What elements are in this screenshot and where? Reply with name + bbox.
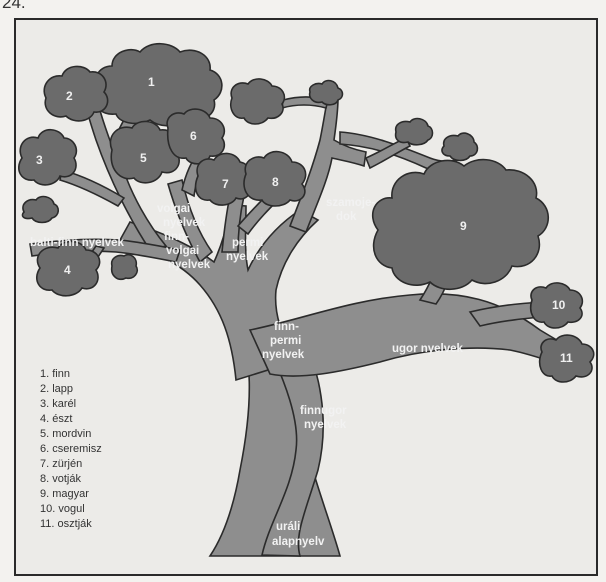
legend-item: 6. cseremisz	[40, 443, 102, 455]
legend-item: 4. észt	[40, 413, 72, 425]
legend-item: 11. osztják	[40, 518, 92, 530]
label-ugor: ugor nyelvek	[392, 343, 464, 355]
label-balti-finn: balti-finn nyelvek	[30, 237, 125, 249]
label-finn-volgai-1: finn-	[164, 231, 189, 243]
canopy-szamojed-1	[231, 79, 285, 124]
legend-item: 7. zürjén	[40, 458, 82, 470]
legend-item: 10. vogul	[40, 503, 85, 515]
leaf-number-5: 5	[140, 151, 147, 165]
canopy-balti-small	[22, 197, 58, 223]
leaf-number-4: 4	[64, 263, 71, 277]
label-finn-volgai-3: nyelvek	[168, 259, 211, 271]
label-szamojed-2: dok	[336, 211, 357, 223]
legend-item: 2. lapp	[40, 383, 73, 395]
label-finnugor-2: nyelvek	[304, 419, 347, 431]
leaf-number-1: 1	[148, 75, 155, 89]
leaf-number-9: 9	[460, 219, 467, 233]
legend-item: 5. mordvin	[40, 428, 91, 440]
canopy-3-karel	[19, 130, 77, 185]
label-szamojed-1: szamoje-	[326, 197, 375, 209]
legend-item: 1. finn	[40, 368, 70, 380]
legend-item: 3. karél	[40, 398, 76, 410]
canopy-eszt-small	[112, 255, 138, 280]
legend-item: 8. votják	[40, 473, 81, 485]
label-finn-volgai-2: volgai	[166, 245, 199, 257]
canopy-szamojed-2	[310, 81, 343, 105]
leaf-number-7: 7	[222, 177, 229, 191]
leaf-number-8: 8	[272, 175, 279, 189]
leaf-number-11: 11	[560, 351, 573, 365]
canopy-szamojed-4	[442, 133, 477, 160]
label-finn-permi-3: nyelvek	[262, 349, 305, 361]
label-volgai-2: nyelvek	[163, 217, 206, 229]
label-finn-permi-1: finn-	[274, 321, 299, 333]
label-finn-permi-2: permi	[270, 335, 301, 347]
label-finnugor-1: finnugor	[300, 405, 347, 417]
canopy-2-lapp	[44, 66, 107, 121]
leaf-number-6: 6	[190, 129, 197, 143]
leaf-number-10: 10	[552, 298, 566, 312]
legend: 1. finn 2. lapp 3. karél 4. észt 5. mord…	[40, 368, 102, 530]
leaf-number-2: 2	[66, 89, 73, 103]
label-urali-2: alapnyelv	[272, 536, 325, 548]
label-permi-1: permi	[232, 237, 263, 249]
canopy-szamojed-3	[396, 119, 433, 145]
label-urali-1: uráli	[276, 521, 300, 533]
leaf-number-3: 3	[36, 153, 43, 167]
label-volgai-1: volgai	[157, 203, 190, 215]
legend-item: 9. magyar	[40, 488, 89, 500]
label-permi-2: nyelvek	[226, 251, 269, 263]
